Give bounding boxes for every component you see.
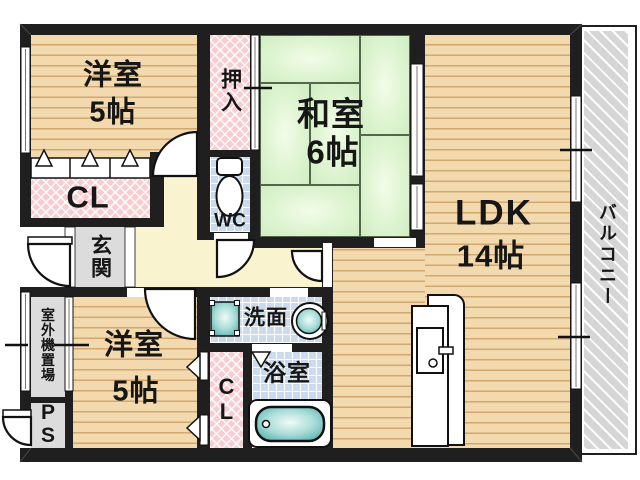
wall-segment <box>410 24 425 248</box>
closet-top-label: CL <box>66 179 110 215</box>
ldk-floor <box>333 240 425 448</box>
tatami-mat <box>310 83 360 185</box>
pipe-space-label: PS <box>36 401 60 447</box>
tatami-mat <box>260 185 360 237</box>
wall-segment <box>250 237 425 248</box>
tatami-mat <box>360 35 410 135</box>
ldk-size: 14帖 <box>456 238 526 274</box>
balcony-deck <box>584 31 628 449</box>
closet-bottom-label: CL <box>214 374 239 424</box>
bathroom-label: 浴室 <box>263 359 311 386</box>
room-western1-name: 洋室 <box>82 59 144 92</box>
closet-bottom-floor <box>210 352 243 448</box>
room-western2-size: 5帖 <box>112 375 160 408</box>
genkan-label: 玄関 <box>88 234 112 280</box>
ldk-name: LDK <box>455 193 533 233</box>
room-western2-floor <box>72 297 197 448</box>
pipe-space <box>31 403 65 448</box>
outdoor-unit-space <box>31 297 65 397</box>
wall-segment <box>20 218 164 227</box>
wall-segment <box>20 24 31 227</box>
tatami-mat <box>360 135 410 237</box>
wall-segment <box>210 150 250 157</box>
wc-label: WC <box>214 210 246 232</box>
wall-segment <box>20 448 582 462</box>
washitsu-name: 和室 <box>297 95 365 133</box>
wall-segment <box>31 397 65 403</box>
wall-segment <box>20 24 582 35</box>
wall-segment <box>570 24 582 462</box>
oshiire-floor <box>210 35 250 150</box>
wall-segment <box>150 152 164 227</box>
wall-segment <box>197 24 210 240</box>
genkan-floor <box>75 227 125 288</box>
wall-segment <box>197 297 210 448</box>
washitsu-size: 6帖 <box>306 133 360 171</box>
balcony-label: バルコニー <box>597 202 617 308</box>
washroom-label: 洗面 <box>244 306 288 330</box>
wall-segment <box>197 343 333 352</box>
entrance-door-leaf <box>27 236 73 245</box>
wall-segment <box>197 232 250 240</box>
wall-segment <box>243 352 252 448</box>
room-western2-name: 洋室 <box>103 329 165 362</box>
tatami-mat <box>260 83 310 185</box>
entrance-door-arc <box>26 242 72 288</box>
closet-top-floor <box>31 178 150 218</box>
wall-segment <box>20 287 31 413</box>
tatami-mat <box>260 35 360 83</box>
hallway <box>135 227 164 288</box>
wall-segment <box>250 24 260 240</box>
room-western1-size: 5帖 <box>89 96 137 129</box>
hallway <box>164 158 197 240</box>
outdoor-unit-label: 室外機置場 <box>40 307 56 383</box>
ps-door-arc <box>1 415 33 447</box>
wall-segment <box>65 287 73 448</box>
oshiire-label: 押入 <box>218 68 242 114</box>
